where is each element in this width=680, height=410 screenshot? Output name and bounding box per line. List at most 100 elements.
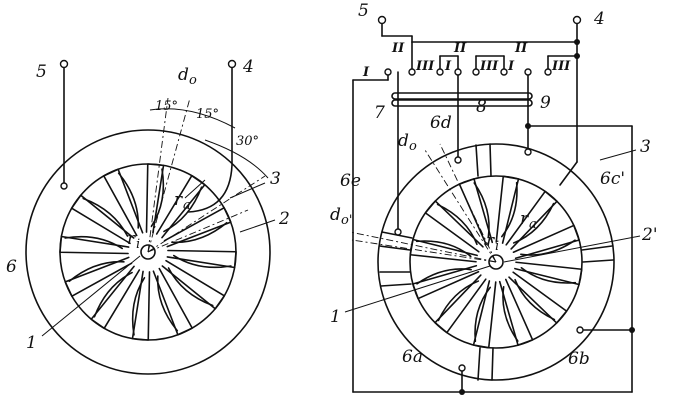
right-axis-line — [349, 231, 497, 263]
blade — [412, 264, 480, 300]
blade-slit — [172, 254, 232, 269]
right-junction — [574, 53, 580, 59]
left-label-4: 4 — [242, 57, 254, 77]
right-label-II-a: II — [391, 41, 405, 56]
blade-slit — [163, 186, 203, 233]
left-blades — [59, 163, 237, 341]
right-label-4: 4 — [593, 9, 605, 29]
blade — [102, 168, 144, 237]
right-label-7: 7 — [374, 103, 385, 123]
blade-slit — [520, 239, 576, 256]
blade-slit — [82, 197, 129, 237]
blade — [145, 163, 165, 234]
right-label-6b: 6b — [568, 349, 590, 369]
right-label-III-b: III — [479, 59, 499, 74]
right-terminal — [436, 68, 444, 76]
left-label-1: 1 — [26, 333, 37, 353]
left-leader-3 — [229, 182, 266, 199]
left-axis-line — [147, 97, 191, 253]
right-label-6a: 6a — [402, 347, 423, 367]
right-label-II-b: II — [453, 41, 467, 56]
blade-slit — [156, 275, 179, 332]
blade — [424, 200, 484, 253]
right-label-I-b: I — [444, 59, 452, 74]
right-label-5: 5 — [358, 1, 369, 21]
right-junction — [574, 39, 580, 45]
blade — [166, 249, 237, 269]
left-axis-line — [147, 97, 169, 253]
right-blades — [409, 175, 583, 349]
blade-slit — [171, 221, 228, 244]
left-terminal-4 — [227, 59, 237, 69]
left-label-3: 3 — [270, 169, 281, 189]
blade — [131, 270, 151, 341]
right-label-6e: 6e — [340, 171, 361, 191]
right-terminal — [408, 68, 416, 76]
blade — [512, 224, 580, 260]
right-terminal — [454, 68, 462, 76]
right-label-III-c: III — [551, 59, 571, 74]
blade — [161, 259, 226, 310]
blade — [59, 235, 130, 255]
right-label-I-c: I — [507, 59, 515, 74]
right-terminal-5 — [377, 15, 387, 25]
right-label-ra-sub: a — [529, 217, 537, 232]
right-terminal — [472, 68, 480, 76]
right-terminal — [454, 156, 462, 164]
left-lead-4 — [187, 65, 233, 213]
right-label-3: 3 — [640, 137, 651, 157]
left-label-ra-sub: a — [183, 198, 191, 213]
right-junction — [459, 389, 465, 395]
blade — [498, 278, 534, 346]
right-junction — [629, 327, 635, 333]
left-label-6: 6 — [6, 257, 17, 277]
left-label-15a: 15° — [155, 99, 178, 114]
right-label-6d: 6d — [430, 113, 452, 133]
right-label-II-c: II — [514, 41, 528, 56]
left-leader-1 — [41, 255, 141, 337]
blade-slit — [68, 260, 125, 283]
right-label-2p: 2' — [641, 225, 658, 245]
left-outer-ring — [25, 129, 271, 375]
right-connector-bar — [391, 99, 533, 107]
blade-slit — [500, 181, 518, 238]
right-terminal — [524, 68, 532, 76]
blade — [70, 194, 135, 245]
blade-slit — [117, 172, 140, 229]
right-terminal — [500, 68, 508, 76]
right-axis-line — [439, 143, 497, 263]
right-terminal-4 — [572, 15, 582, 25]
left-label-ri: r — [127, 229, 136, 249]
right-leader-2p — [503, 235, 641, 263]
blade-slit — [416, 268, 472, 285]
left-hub — [140, 244, 156, 260]
left-leader-ra — [184, 179, 206, 199]
right-label-III-a: III — [415, 59, 435, 74]
blade — [434, 274, 487, 334]
left-label-5: 5 — [36, 62, 47, 82]
right-terminal — [576, 326, 584, 334]
blade — [458, 178, 494, 246]
blade-slit — [474, 286, 492, 343]
blade-slit — [93, 271, 133, 318]
right-terminal — [544, 68, 552, 76]
blade-slit — [415, 240, 472, 258]
right-label-do-sub: o — [409, 139, 417, 154]
blade-slit — [520, 266, 577, 284]
left-arc-30 — [204, 139, 269, 179]
left-label-do-sub: o — [189, 73, 197, 88]
blade — [152, 267, 194, 336]
right-outer-ring — [377, 143, 615, 381]
left-angle-arc — [149, 108, 236, 129]
left-label-15b: 15° — [196, 107, 219, 122]
blade-slit — [473, 182, 490, 238]
right-figure: 5 4 I II III I II III I II III 7 8 9 3 6… — [330, 1, 658, 395]
blade-slit — [502, 286, 519, 342]
blade-slit — [167, 267, 214, 307]
right-leader-1 — [344, 265, 491, 313]
right-label-do: d — [398, 131, 409, 151]
right-axis-line — [424, 149, 497, 263]
blade — [505, 190, 558, 250]
right-label-9: 9 — [540, 93, 551, 113]
